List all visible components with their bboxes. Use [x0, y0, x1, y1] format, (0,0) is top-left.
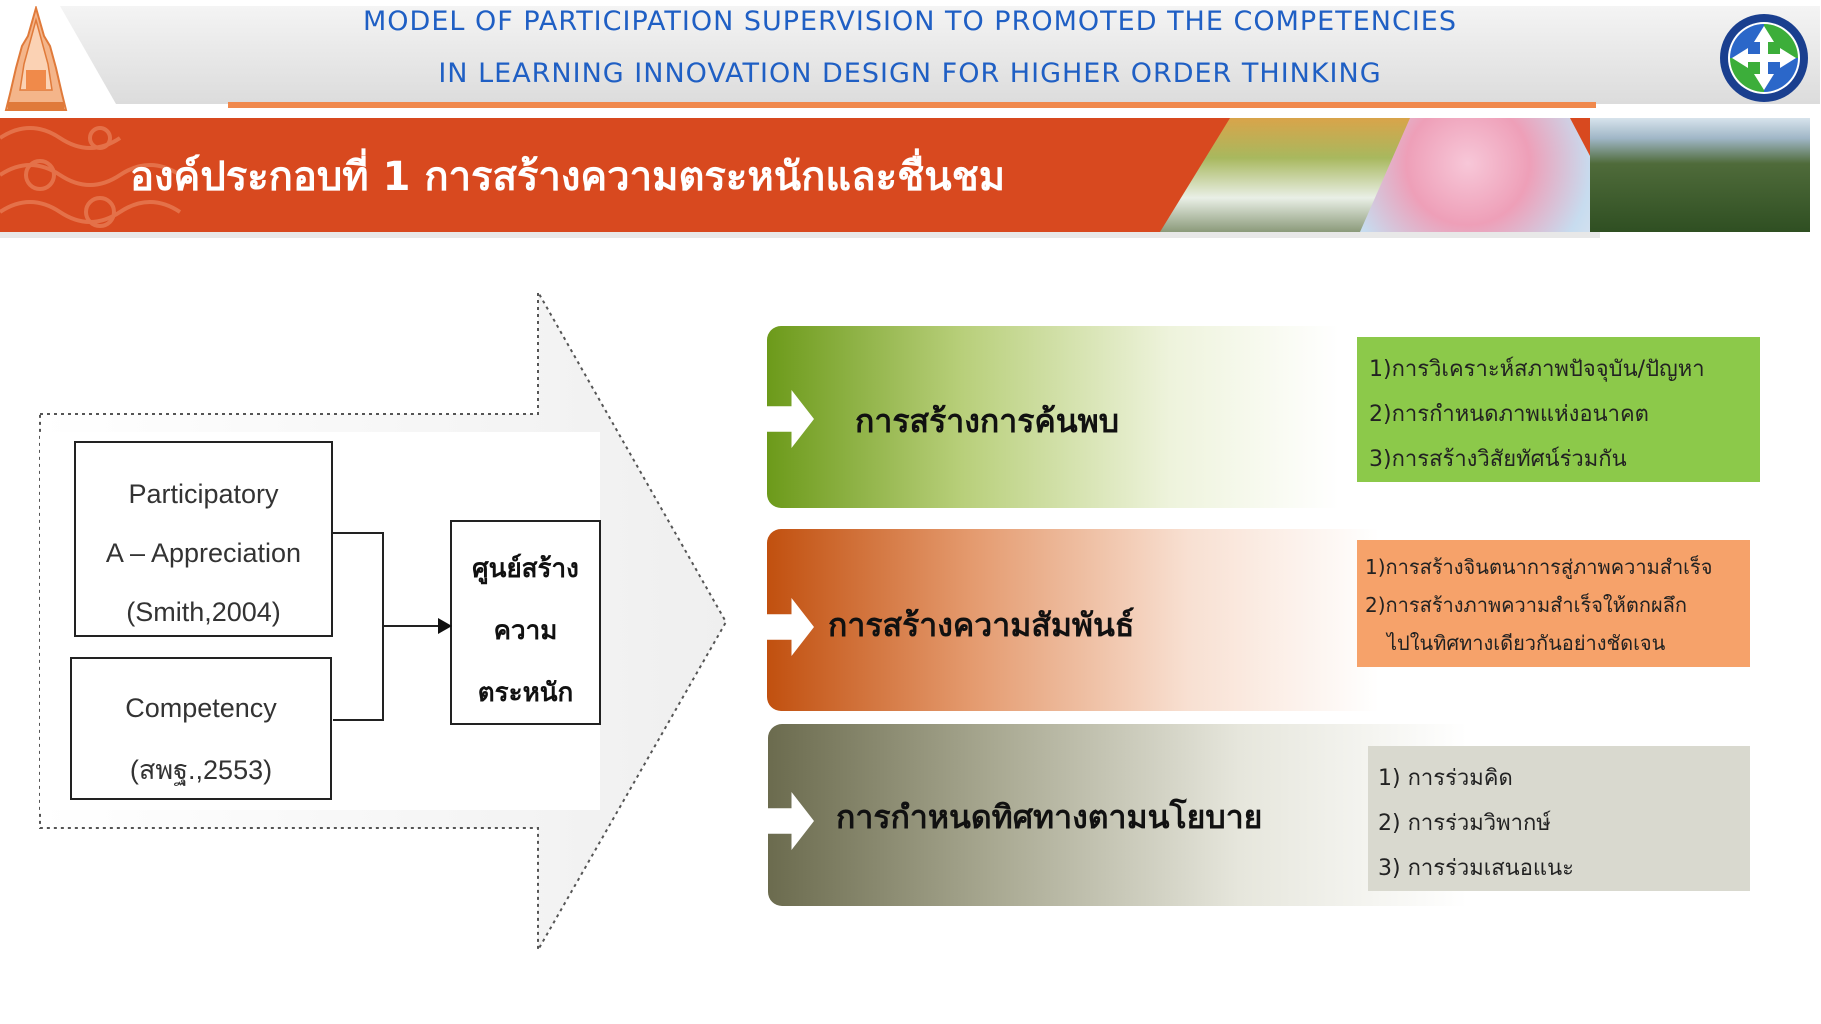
- header-band: [60, 6, 1820, 104]
- banner-shadow: [0, 232, 1600, 238]
- detail-item: 2)การสร้างภาพความสำเร็จให้ตกผลึก: [1365, 593, 1688, 617]
- component-bar-discovery: [767, 326, 1417, 508]
- section-title: องค์ประกอบที่ 1 การสร้างความตระหนักและชื…: [130, 154, 1006, 200]
- header-title-line2: IN LEARNING INNOVATION DESIGN FOR HIGHER…: [438, 58, 1382, 89]
- component-label-relationship: การสร้างความสัมพันธ์: [828, 606, 1135, 644]
- detail-item: 3)การสร้างวิสัยทัศน์ร่วมกัน: [1369, 447, 1627, 472]
- component-label-policy-direction: การกำหนดทิศทางตามนโยบาย: [836, 798, 1263, 836]
- policy-direction-detail-box: 1) การร่วมคิด 2) การร่วมวิพากษ์ 3) การร่…: [1368, 746, 1750, 891]
- detail-item: 3) การร่วมเสนอแนะ: [1378, 856, 1574, 881]
- section-banner: องค์ประกอบที่ 1 การสร้างความตระหนักและชื…: [0, 118, 1810, 232]
- detail-item: ไปในทิศทางเดียวกันอย่างชัดเจน: [1387, 631, 1666, 655]
- center-line1: ศูนย์สร้าง: [472, 554, 579, 584]
- awareness-center-box: ศูนย์สร้าง ความ ตระหนัก: [450, 520, 601, 725]
- participatory-line1: Participatory: [128, 479, 279, 509]
- relationship-detail-box: 1)การสร้างจินตนาการสู่ภาพความสำเร็จ 2)กา…: [1357, 540, 1750, 667]
- detail-item: 2) การร่วมวิพากษ์: [1378, 811, 1551, 836]
- organization-logo-icon: [1720, 14, 1808, 102]
- component-label-discovery: การสร้างการค้นพบ: [855, 402, 1120, 440]
- header-accent-rule: [228, 102, 1596, 108]
- competency-line2: (สพฐ.,2553): [129, 755, 273, 785]
- detail-item: 2)การกำหนดภาพแห่งอนาคต: [1369, 402, 1649, 427]
- campus-aerial-photo: [1590, 118, 1810, 232]
- thai-pattern-decoration: [0, 126, 182, 228]
- participatory-line3: (Smith,2004): [126, 597, 281, 627]
- component-bar-relationship: [767, 529, 1447, 711]
- center-line2: ความ: [493, 616, 558, 646]
- participatory-appreciation-box: Participatory A – Appreciation (Smith,20…: [74, 441, 333, 637]
- detail-item: 1)การสร้างจินตนาการสู่ภาพความสำเร็จ: [1365, 555, 1713, 579]
- participatory-line2: A – Appreciation: [105, 538, 302, 568]
- header-title-line1: MODEL OF PARTICIPATION SUPERVISION TO PR…: [362, 6, 1458, 37]
- detail-item: 1) การร่วมคิด: [1378, 766, 1513, 791]
- detail-item: 1)การวิเคราะห์สภาพปัจจุบัน/ปัญหา: [1369, 357, 1705, 382]
- discovery-detail-box: 1)การวิเคราะห์สภาพปัจจุบัน/ปัญหา 2)การกำ…: [1357, 337, 1760, 482]
- competency-box: Competency (สพฐ.,2553): [70, 657, 332, 800]
- center-line3: ตระหนัก: [477, 678, 574, 708]
- university-logo-icon: [4, 6, 68, 111]
- competency-line1: Competency: [125, 693, 277, 723]
